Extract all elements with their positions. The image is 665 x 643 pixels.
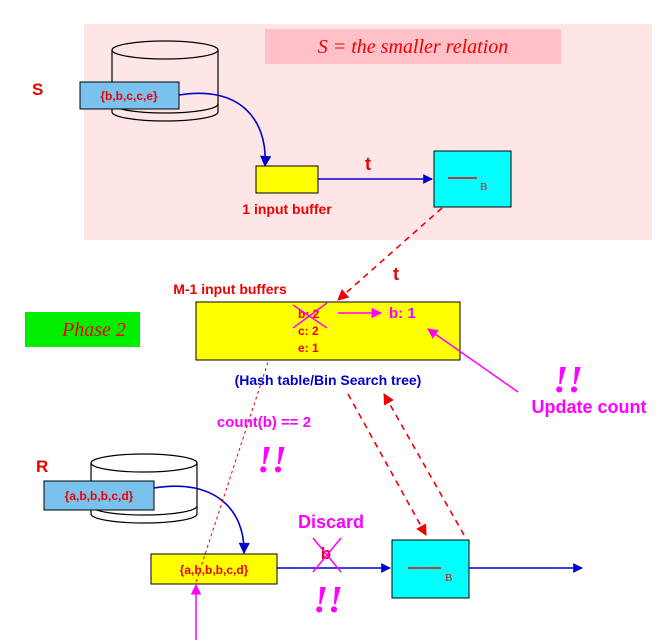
discard-label: Discard xyxy=(298,512,364,532)
hash-to-output-arrow xyxy=(347,393,427,536)
hash-entry-b: b: 2 xyxy=(298,307,320,321)
s-set-label: {b,b,c,c,e} xyxy=(100,89,158,103)
update-count-bang: !! xyxy=(553,359,583,401)
s-output-subscript: B xyxy=(480,181,487,193)
s-t-label: t xyxy=(365,154,371,174)
s-set-box xyxy=(79,81,180,110)
r-read-arrow xyxy=(153,485,250,555)
hash-entry-c: c: 2 xyxy=(298,324,319,338)
r-input-buffer-content: {a,b,b,b,c,d} xyxy=(180,563,249,577)
r-output-buffer xyxy=(391,539,470,599)
title-background xyxy=(265,29,561,64)
update-count-label: Update count xyxy=(532,397,647,417)
hash-buffers-label: M-1 input buffers xyxy=(173,281,287,297)
s-read-arrow xyxy=(178,92,272,168)
s-to-hash-arrow xyxy=(337,207,443,301)
r-set-label: {a,b,b,b,c,d} xyxy=(65,489,134,503)
s-label: S xyxy=(32,80,43,99)
discard-bang: !! xyxy=(313,579,343,621)
count-bang: !! xyxy=(257,439,287,481)
hash-entry-e: e: 1 xyxy=(298,341,319,355)
s-input-buffer-label: 1 input buffer xyxy=(242,201,332,217)
s-title: S = the smaller relation xyxy=(318,36,509,58)
r-input-buffer xyxy=(150,553,278,585)
r-label: R xyxy=(36,457,48,476)
s-output-buffer xyxy=(433,150,512,208)
hash-updated-entry: b: 1 xyxy=(389,305,416,322)
output-to-hash-arrow xyxy=(383,393,465,536)
r-set-box xyxy=(43,480,155,511)
hash-caption: (Hash table/Bin Search tree) xyxy=(235,372,422,388)
r-lookup-line xyxy=(195,361,269,583)
phase-badge xyxy=(25,312,140,347)
phase-label: Phase 2 xyxy=(61,319,126,341)
update-count-arrow xyxy=(427,328,519,393)
hash-t-label: t xyxy=(393,264,399,284)
discard-cross xyxy=(312,537,342,573)
r-output-subscript: B xyxy=(445,572,452,584)
hash-table xyxy=(195,301,461,361)
hash-entry-cross xyxy=(292,302,328,329)
s-input-buffer xyxy=(255,165,319,194)
count-expression: count(b) == 2 xyxy=(217,414,311,431)
